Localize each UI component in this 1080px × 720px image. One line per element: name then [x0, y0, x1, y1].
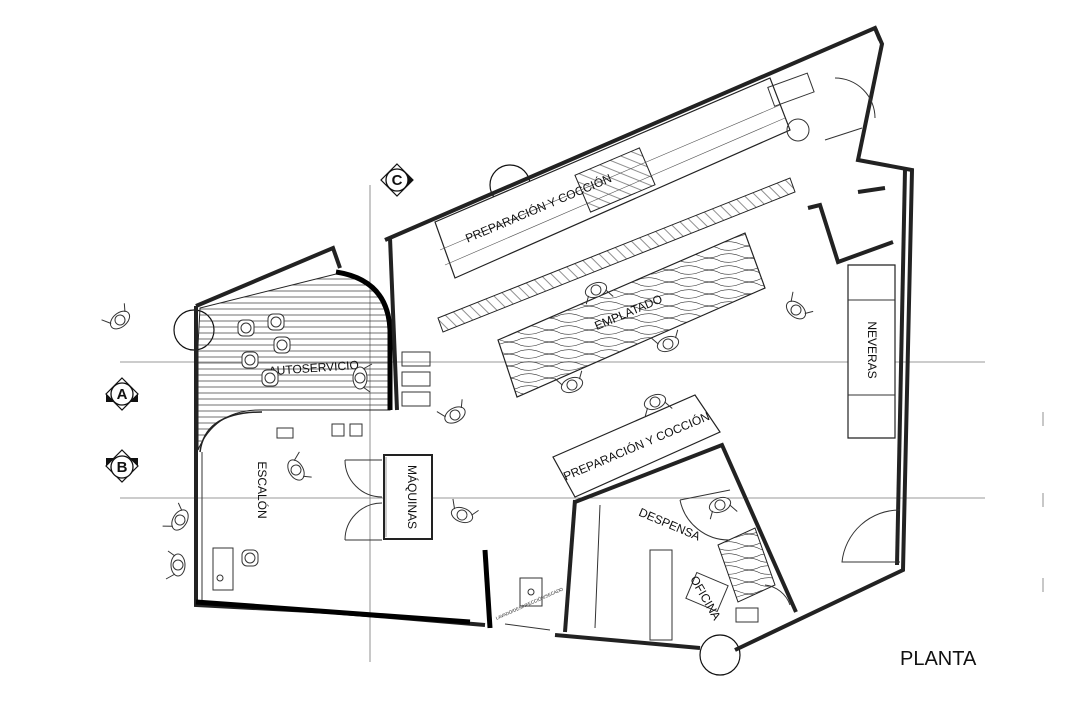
room-label-autoservicio: AUTOSERVICIO [268, 358, 359, 378]
room-label-maquinas: MÁQUINAS [405, 465, 420, 529]
exterior-walls [194, 25, 915, 652]
room-label-oficina: OFICINA [687, 573, 723, 622]
axis-label-a: A [117, 386, 128, 403]
axis-marker-c: C [380, 163, 414, 197]
neveras-unit: NEVERAS [807, 186, 901, 563]
room-label-neveras: NEVERAS [865, 321, 879, 378]
axis-marker-b: B [105, 449, 139, 483]
axis-marker-a: A [105, 377, 139, 411]
axis-label-b: B [117, 459, 128, 476]
room-label-escalon: ESCALÓN [255, 461, 270, 518]
autoservicio-zone: AUTOSERVICIO [101, 237, 399, 600]
lavado-zone: LAVADO/DESINFECCIÓN/SECADO [495, 577, 565, 631]
plan-title: PLANTA [900, 648, 977, 670]
maquinas-room: MÁQUINAS [344, 351, 480, 541]
emplatado-table: EMPLATADO [497, 232, 815, 398]
axis-label-c: C [392, 172, 403, 189]
preparacion-mid-counter: PREPARACIÓN Y COCCIÓN [552, 390, 721, 498]
top-kitchen-band: PREPARACIÓN Y COCCIÓN [434, 72, 876, 333]
room-label-lavado: LAVADO/DESINFECCIÓN/SECADO [495, 585, 565, 620]
escalon-zone: ESCALÓN [162, 423, 363, 591]
